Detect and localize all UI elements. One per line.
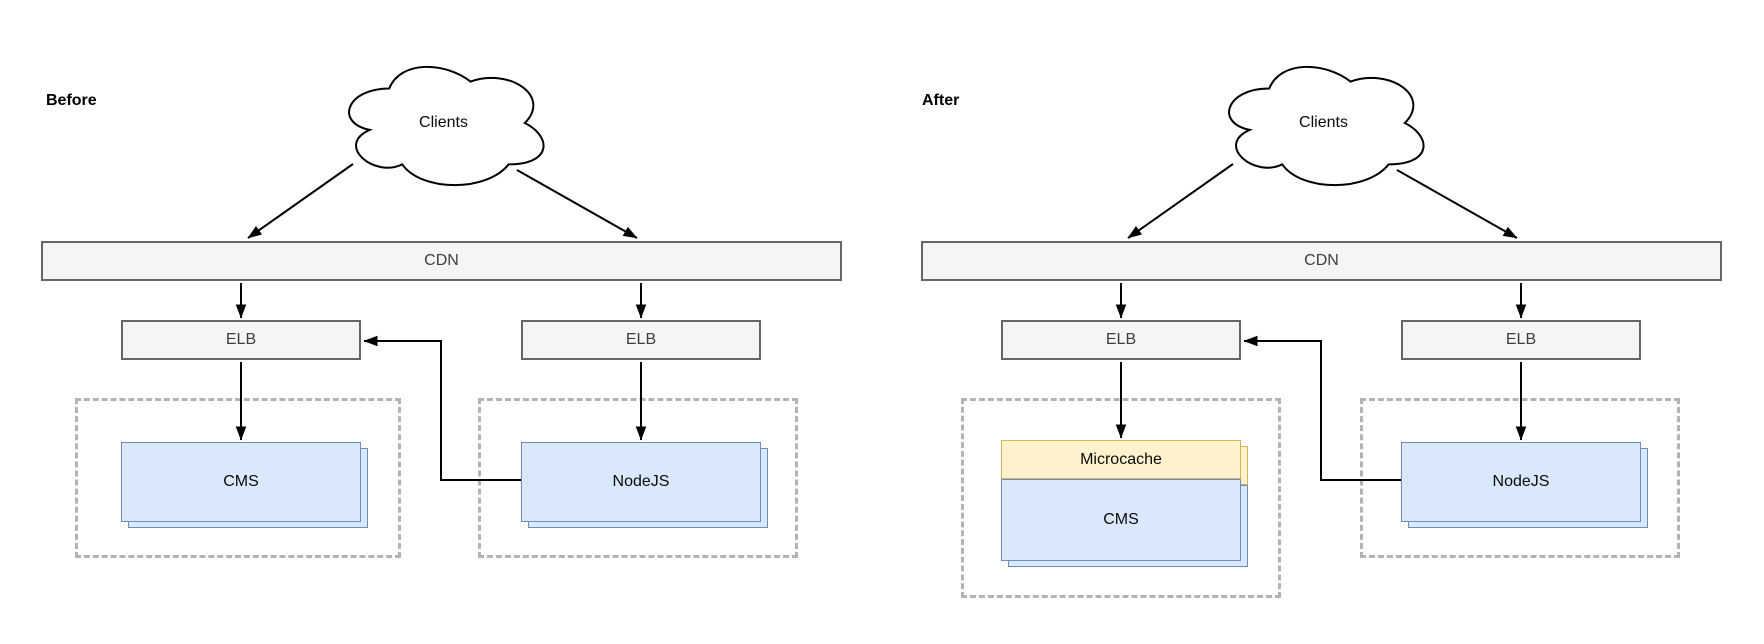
- cdn-node-before: CDN: [41, 241, 842, 281]
- after-title: After: [922, 92, 960, 109]
- before-title: Before: [46, 92, 97, 109]
- elb-left-node-before: ELB: [121, 320, 361, 360]
- cms-label: CMS: [223, 473, 259, 490]
- nodejs-label: NodeJS: [1492, 473, 1550, 490]
- cms-label: CMS: [1103, 511, 1139, 528]
- elb-label: ELB: [225, 331, 257, 348]
- clients-label: Clients: [419, 114, 468, 131]
- elb-right-node-after: ELB: [1401, 320, 1641, 360]
- cloud-icon: [348, 65, 545, 187]
- elb-right-node-before: ELB: [521, 320, 761, 360]
- elb-label: ELB: [1505, 331, 1537, 348]
- nodejs-node-before: NodeJS: [521, 442, 768, 528]
- elb-label: ELB: [1105, 331, 1137, 348]
- nodejs-node-after: NodeJS: [1401, 442, 1648, 528]
- elb-label: ELB: [625, 331, 657, 348]
- clients-cloud-before: Clients: [335, 54, 552, 192]
- clients-label: Clients: [1299, 114, 1348, 131]
- microcache-label: Microcache: [1080, 450, 1162, 468]
- cloud-icon: [1228, 65, 1425, 187]
- cdn-node-after: CDN: [921, 241, 1722, 281]
- clients-cloud-after: Clients: [1215, 54, 1432, 192]
- nodejs-label: NodeJS: [612, 473, 670, 490]
- cms-node-after: CMS: [1001, 479, 1248, 567]
- cdn-label: CDN: [424, 252, 459, 269]
- cms-node-before: CMS: [121, 442, 368, 528]
- cdn-label: CDN: [1304, 252, 1339, 269]
- microcache-node-after: Microcache: [1001, 440, 1248, 485]
- elb-left-node-after: ELB: [1001, 320, 1241, 360]
